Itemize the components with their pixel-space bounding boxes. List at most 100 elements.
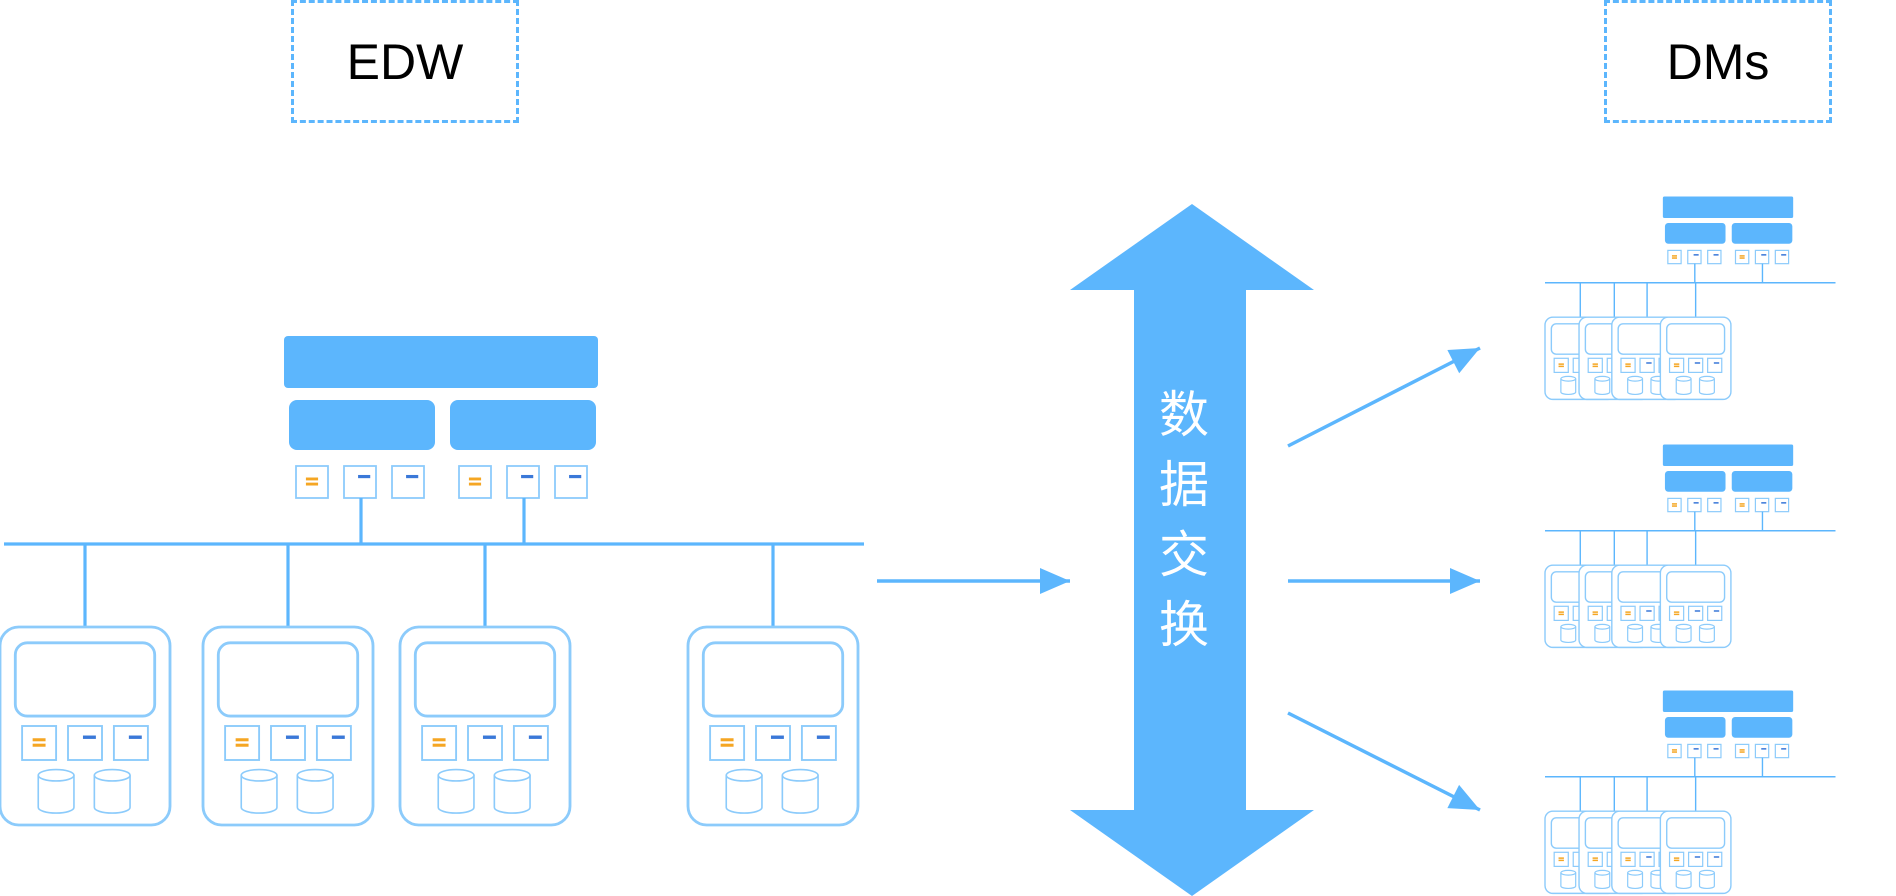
arrow-head	[1450, 568, 1480, 594]
port-icon	[1707, 851, 1723, 867]
icon-bar	[235, 743, 249, 747]
cylinder-body	[725, 775, 763, 814]
icon-frame	[1734, 249, 1750, 265]
database-icon	[1698, 375, 1715, 395]
icon-frame	[1668, 851, 1685, 867]
port-icon	[1774, 249, 1790, 265]
disk-status-icon	[1587, 357, 1603, 374]
port-icon	[1707, 497, 1722, 513]
icon-bar	[1739, 505, 1745, 507]
disk-status-icon	[1734, 743, 1750, 759]
icon-frame	[21, 725, 58, 761]
icon-bar	[569, 474, 582, 479]
port-icon	[1639, 357, 1655, 374]
database-icon	[725, 768, 763, 814]
icon-bar	[432, 743, 446, 747]
cylinder-body	[1675, 872, 1692, 890]
icon-bar	[305, 477, 319, 481]
cylinder-body	[493, 775, 531, 814]
database-icon	[240, 768, 278, 814]
icon-bar	[1625, 363, 1631, 365]
icon-bar	[1673, 611, 1680, 613]
icon-bar	[1646, 362, 1652, 364]
database-icon	[1594, 869, 1611, 890]
port-icon	[1639, 605, 1655, 621]
node-screen	[13, 641, 157, 718]
node-screen	[1666, 571, 1726, 603]
icon-bar	[358, 474, 371, 479]
icon-bar	[720, 743, 734, 747]
controller-module-left	[289, 400, 435, 450]
database-icon	[296, 768, 334, 814]
icon-bar	[1713, 502, 1719, 504]
icon-bar	[406, 474, 419, 479]
database-icon	[1627, 623, 1644, 643]
port-icon	[315, 725, 352, 761]
icon-bar	[1558, 857, 1564, 859]
database-icon	[1560, 869, 1577, 890]
icon-bar	[528, 735, 542, 739]
node-screen	[1666, 817, 1726, 849]
port-icon	[1774, 743, 1790, 759]
database-icon	[1627, 869, 1644, 889]
cylinder-top	[437, 768, 475, 782]
icon-bar	[1739, 749, 1745, 751]
icon-frame	[1667, 497, 1682, 513]
cylinder-top	[1627, 623, 1644, 630]
port-icon	[800, 725, 837, 761]
icon-frame	[1667, 743, 1682, 759]
icon-bar	[235, 738, 249, 742]
controller-bar	[1662, 444, 1794, 467]
database-icon	[781, 768, 819, 814]
port-icon	[1687, 249, 1702, 265]
icon-bar	[1761, 502, 1767, 504]
disk-status-icon	[709, 725, 746, 761]
controller-module-right	[1731, 471, 1793, 492]
edw-to-exchange-arrow	[877, 568, 1070, 594]
icon-bar	[1693, 502, 1699, 504]
icon-bar	[82, 735, 96, 739]
port-icon	[1687, 851, 1704, 867]
cylinder-body	[1675, 626, 1692, 644]
icon-bar	[770, 735, 784, 739]
cylinder-body	[437, 775, 475, 814]
port-icon	[1687, 605, 1704, 621]
icon-bar	[1558, 611, 1564, 613]
icon-frame	[1687, 357, 1704, 374]
icon-frame	[800, 725, 837, 761]
icon-frame	[1707, 605, 1723, 621]
port-icon	[67, 725, 103, 761]
icon-bar	[1713, 748, 1719, 750]
icon-bar	[1761, 748, 1767, 750]
dms-label: DMs	[1666, 33, 1770, 90]
icon-bar	[1739, 255, 1745, 257]
disk-status-icon	[1553, 357, 1569, 374]
icon-frame	[112, 725, 149, 761]
arrow-shaft	[1287, 346, 1481, 448]
icon-frame	[1620, 357, 1636, 374]
icon-bar	[1739, 257, 1745, 259]
icon-frame	[1687, 743, 1702, 759]
exchange-to-dm3-arrow	[1287, 711, 1481, 812]
disk-status-icon	[1667, 497, 1682, 513]
icon-frame	[1620, 851, 1636, 867]
icon-bar	[432, 738, 446, 742]
database-icon	[1675, 869, 1692, 890]
icon-bar	[1625, 613, 1631, 616]
icon-bar	[1694, 362, 1701, 364]
port-icon	[1687, 497, 1702, 513]
icon-bar	[1625, 611, 1631, 613]
port-icon	[112, 725, 149, 761]
port-icon	[506, 465, 540, 499]
icon-frame	[1667, 249, 1682, 265]
icon-frame	[295, 465, 329, 499]
icon-bar	[1713, 856, 1720, 858]
exchange-char-2: 据	[1159, 456, 1209, 514]
cylinder-top	[493, 768, 531, 782]
cylinder-top	[1698, 375, 1715, 382]
cylinder-body	[1594, 378, 1611, 396]
cylinder-body	[1698, 872, 1715, 889]
database-icon	[1627, 375, 1644, 395]
port-icon	[343, 465, 377, 499]
